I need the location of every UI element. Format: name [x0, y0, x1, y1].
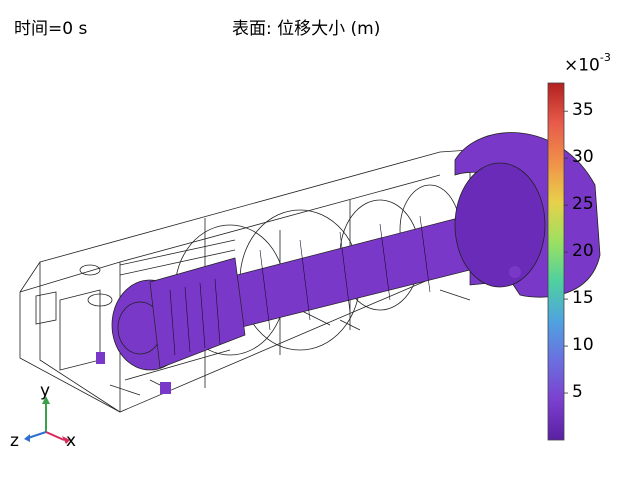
colorbar-tick-label: 25 — [572, 194, 594, 215]
colorbar-tick-label: 35 — [572, 100, 594, 121]
colorbar-tick-label: 15 — [572, 288, 594, 309]
colorbar-tick-label: 10 — [572, 335, 594, 356]
axis-z-label: z — [10, 431, 19, 451]
colorbar-tick-label: 30 — [572, 147, 594, 168]
axis-x-label: x — [66, 431, 76, 451]
colorbar-tick-label: 20 — [572, 241, 594, 262]
colorbar-multiplier-exponent: -3 — [599, 51, 611, 64]
colorbar-tick-label: 5 — [572, 382, 583, 403]
colorbar-multiplier-prefix: ×10 — [564, 55, 600, 76]
colorbar — [547, 82, 565, 441]
time-label: 时间=0 s — [14, 19, 88, 39]
housing-wireframe — [19, 149, 471, 413]
colorbar-ticks — [564, 110, 568, 394]
axis-triad — [24, 396, 70, 444]
shaft-grooves — [169, 215, 431, 356]
shaft-model — [96, 132, 601, 394]
axis-y-label: y — [40, 381, 50, 401]
surface-plot-title: 表面: 位移大小 (m) — [232, 19, 381, 39]
colorbar-multiplier: ×10-3 — [564, 51, 611, 76]
